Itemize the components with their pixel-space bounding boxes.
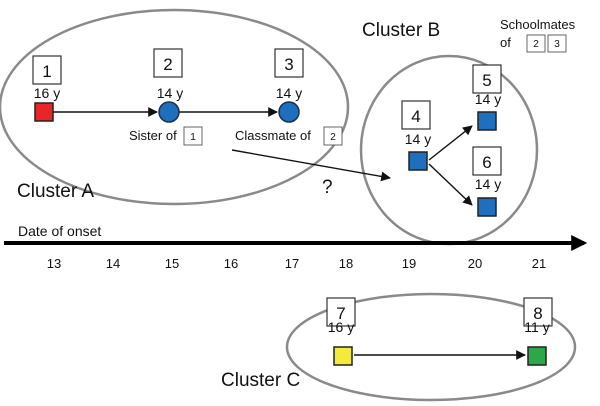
schoolmates-text: Schoolmates <box>500 17 576 32</box>
case-6: 6 14 y <box>472 146 502 217</box>
cluster-a-label: Cluster A <box>17 181 94 202</box>
cluster-c-label: Cluster C <box>221 370 300 391</box>
classmate-of-text: Classmate of <box>235 128 311 143</box>
case-4: 4 14 y <box>401 100 431 171</box>
case-square-marker <box>477 197 497 217</box>
schoolmates-ref-box-2 <box>547 34 567 53</box>
case-id-box <box>472 64 502 94</box>
case-7: 716 y <box>326 297 356 366</box>
timeline-tick-label: 21 <box>532 256 546 271</box>
case-id-number: 6 <box>482 153 491 172</box>
case-id-box <box>401 100 431 130</box>
cluster-b-label: Cluster B <box>362 20 440 41</box>
case-age: 14 y <box>276 85 302 101</box>
case-id-number: 3 <box>284 55 293 74</box>
case-1: 1 16 y <box>32 55 62 122</box>
case-square-marker <box>333 346 353 366</box>
timeline-tick-label: 18 <box>339 256 353 271</box>
timeline-tick-label: 15 <box>165 256 179 271</box>
sister-annotation: Sister of 1 <box>129 126 203 146</box>
case-id-number: 2 <box>163 55 172 74</box>
case-id-number: 8 <box>533 304 542 323</box>
case-id-box <box>274 48 304 78</box>
case-8: 811 y <box>523 297 553 366</box>
sister-of-text: Sister of <box>129 128 177 143</box>
case-2: 2 14 y <box>153 48 183 123</box>
cluster-a-ellipse <box>0 8 350 206</box>
case-age: 14 y <box>405 131 431 147</box>
timeline-tick-label: 20 <box>468 256 482 271</box>
case-age: 14 y <box>475 176 501 192</box>
case-circle-marker <box>278 101 300 123</box>
edge-4-to-6 <box>428 163 473 206</box>
unknown-link-mark: ? <box>322 177 333 198</box>
case-age: 16 y <box>328 319 354 335</box>
timeline-tick-label: 19 <box>402 256 416 271</box>
schoolmates-ref-number-1: 2 <box>533 39 539 50</box>
case-id-number: 7 <box>336 304 345 323</box>
schoolmates-ref-box-1 <box>526 34 546 53</box>
case-id-number: 5 <box>482 71 491 90</box>
schoolmates-of-text: of <box>500 35 511 50</box>
cluster-b-ellipse <box>359 54 539 246</box>
case-3: 3 14 y <box>274 48 304 123</box>
case-square-marker <box>477 111 497 131</box>
case-id-box <box>523 297 553 327</box>
case-5: 514 y <box>472 64 502 131</box>
timeline-tick-label: 17 <box>285 256 299 271</box>
case-id-box <box>326 297 356 327</box>
timeline-tick-label: 14 <box>106 256 120 271</box>
edge-4-to-5 <box>428 125 473 161</box>
case-square-marker <box>408 151 428 171</box>
case-id-number: 1 <box>42 62 51 81</box>
timeline-tick-label: 16 <box>224 256 238 271</box>
timeline-tick-label: 13 <box>47 256 61 271</box>
case-age: 16 y <box>34 85 60 101</box>
case-id-number: 4 <box>411 107 420 126</box>
classmate-ref-number: 2 <box>330 132 336 143</box>
classmate-annotation: Classmate of 2 <box>235 126 343 146</box>
sister-ref-number: 1 <box>190 132 196 143</box>
case-id-box <box>153 48 183 78</box>
case-square-marker <box>527 346 547 366</box>
schoolmates-annotation: Schoolmates of 2 3 <box>500 17 576 53</box>
case-id-box <box>32 55 62 85</box>
case-square-marker <box>34 102 54 122</box>
case-age: 14 y <box>475 91 501 107</box>
case-id-box <box>472 146 502 176</box>
sister-ref-box <box>183 126 203 146</box>
timeline-ticks: 13 14 15 16 17 18 19 20 21 <box>47 256 546 271</box>
timeline-label: Date of onset <box>18 223 101 239</box>
classmate-ref-box <box>323 126 343 146</box>
case-circle-marker <box>158 101 180 123</box>
schoolmates-ref-number-2: 3 <box>554 39 560 50</box>
edge-3-to-4 <box>231 149 391 182</box>
cluster-c-ellipse <box>285 292 577 402</box>
case-age: 14 y <box>157 85 183 101</box>
case-age: 11 y <box>524 319 549 335</box>
